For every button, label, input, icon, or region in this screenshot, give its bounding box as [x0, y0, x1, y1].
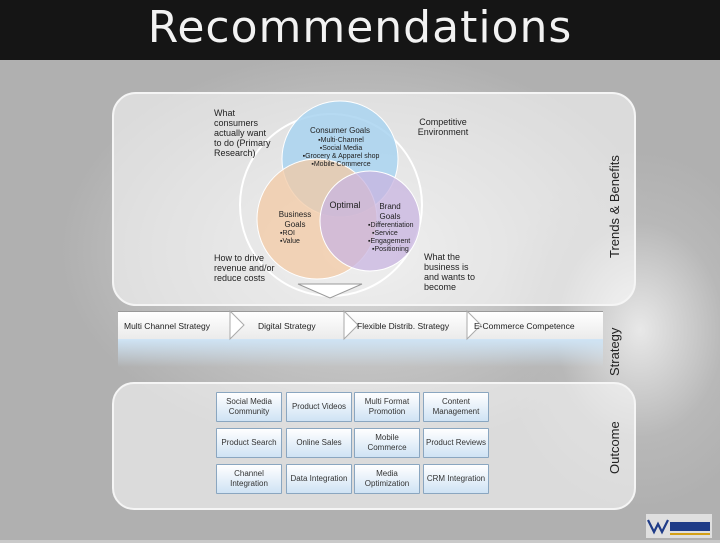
- how-to-drive-text: How to drive revenue and/or reduce costs: [214, 253, 275, 283]
- outcome-cell: Product Videos: [286, 392, 352, 422]
- outcome-cell: Channel Integration: [216, 464, 282, 494]
- strategy-item-multichannel: Multi Channel Strategy: [124, 321, 210, 331]
- business-goal-item: ▪Value: [280, 238, 300, 245]
- strategy-item-distrib: Flexible Distrib. Strategy: [357, 321, 450, 331]
- page-title: Recommendations: [147, 2, 573, 53]
- brand-goal-item: ▪Engagement: [368, 238, 411, 245]
- strategy-chevron-1: [229, 309, 245, 341]
- optimal-text: Optimal: [329, 200, 361, 210]
- strategy-chevron-2: [343, 309, 359, 341]
- strategy-label: Strategy: [607, 327, 622, 376]
- brand-goal-item: ▪Differentiation: [368, 222, 414, 229]
- consumer-goal-item: ▪Multi-Channel: [318, 137, 364, 144]
- strategy-item-ecommerce: E-Commerce Competence: [474, 321, 575, 331]
- outcome-cell: Social Media Community: [216, 392, 282, 422]
- brand-goals-circle: [319, 170, 421, 272]
- brand-goals-title: Brand Goals: [379, 202, 401, 221]
- business-goals-list: ▪ROI ▪Value: [280, 230, 320, 246]
- what-consumers-text: What consumers actually want to do (Prim…: [214, 108, 271, 158]
- wrseta-logo: [646, 514, 712, 538]
- outcome-cell: Content Management: [423, 392, 489, 422]
- business-goal-item: ▪ROI: [280, 230, 295, 237]
- strategy-chevron-3: [466, 309, 482, 341]
- what-business-text: What the business is and wants to become: [424, 252, 476, 292]
- consumer-goal-item: ▪Grocery & Apparel shop: [302, 153, 380, 160]
- brand-goal-item: ▪Service: [372, 230, 398, 237]
- consumer-goals-title: Consumer Goals: [309, 126, 371, 135]
- consumer-goal-item: ▪Mobile Commerce: [311, 161, 371, 168]
- competitive-text: Competitive Environment: [417, 117, 469, 137]
- strategy-fade: [118, 339, 603, 367]
- business-goals-title: Business Goals: [278, 210, 312, 229]
- brand-goal-item: ▪Positioning: [372, 246, 409, 253]
- outcome-cell: Product Search: [216, 428, 282, 458]
- outcome-cell: Product Reviews: [423, 428, 489, 458]
- outcome-cell: Multi Format Promotion: [354, 392, 420, 422]
- outcome-label: Outcome: [607, 421, 622, 474]
- venn-down-arrow: [297, 283, 363, 299]
- outcome-cell: CRM Integration: [423, 464, 489, 494]
- outcome-cell: Online Sales: [286, 428, 352, 458]
- logo-graphic: [646, 514, 712, 538]
- brand-goals-list: ▪Differentiation ▪Service ▪Engagement ▪P…: [368, 222, 428, 254]
- title-bar: Recommendations: [0, 0, 720, 60]
- outcome-cell: Media Optimization: [354, 464, 420, 494]
- strategy-item-digital: Digital Strategy: [258, 321, 316, 331]
- outcome-cell: Mobile Commerce: [354, 428, 420, 458]
- outcome-cell: Data Integration: [286, 464, 352, 494]
- consumer-goals-list: ▪Multi-Channel ▪Social Media ▪Grocery & …: [286, 137, 396, 169]
- consumer-goal-item: ▪Social Media: [319, 145, 363, 152]
